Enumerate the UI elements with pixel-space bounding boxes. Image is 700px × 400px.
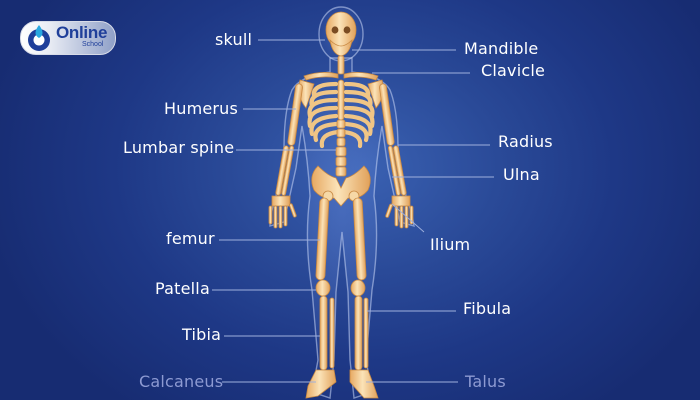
logo-wordmark: Online [56,23,108,42]
fibula-bone [363,297,369,369]
leader-lines [212,39,494,383]
talus-calcaneus-bones [349,369,379,399]
patella-bone [315,279,331,297]
skeleton [268,11,414,399]
lumbar-spine-bone [335,146,347,157]
label-skull: skull [215,30,253,49]
label-mandible: Mandible [464,39,539,58]
ulna-bone [387,145,401,196]
radius-ulna-left [275,145,289,196]
left-hand-bones [268,195,297,229]
label-tibia: Tibia [182,325,222,344]
label-lumbar-spine: Lumbar spine [123,138,235,157]
logo-subtext: School [82,41,104,48]
tibia-bone [319,295,328,371]
radius-bone [393,145,407,196]
label-humerus: Humerus [164,99,239,118]
label-ulna: Ulna [503,165,540,184]
clavicle-bone [303,72,339,81]
leader-ilium [391,203,425,233]
left-foot-bones [305,369,337,399]
label-talus: Talus [465,372,506,391]
mandible-bone [329,38,353,57]
humerus-bone [287,83,303,146]
label-radius: Radius [498,132,553,151]
femur-bone [315,197,330,281]
label-fibula: Fibula [463,299,512,318]
label-clavicle: Clavicle [481,61,546,80]
label-femur: femur [166,229,215,248]
label-ilium: Ilium [430,235,471,254]
logo-emblem-icon [28,25,50,51]
label-patella: Patella [155,279,210,298]
brand-logo: Online School [20,21,116,55]
label-calcaneus: Calcaneus [139,372,224,391]
